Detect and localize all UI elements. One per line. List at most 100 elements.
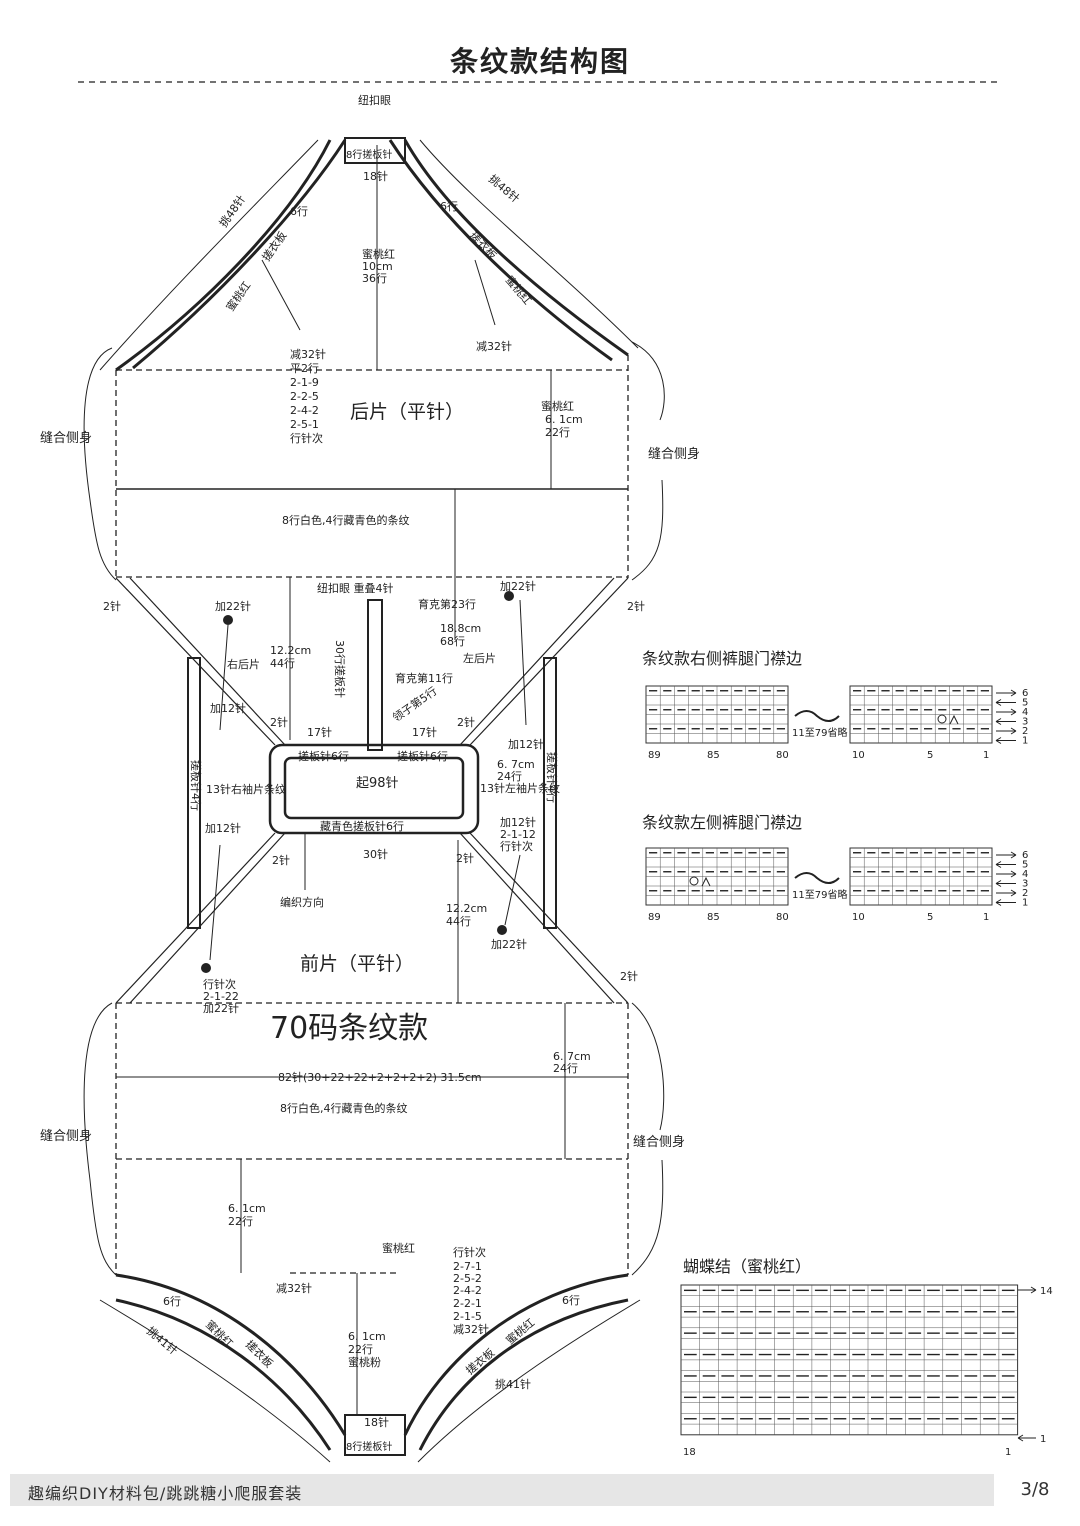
inc12-tr: 加12针 [508,737,544,751]
back-piece-label: 后片（平针） [350,401,464,423]
svg-text:加22针: 加22针 [203,1001,239,1015]
bow-arrow-top-head [1030,1286,1037,1294]
bottom-18: 18针 [364,1415,389,1429]
svg-text:减32针: 减32针 [453,1322,489,1336]
front-piece-label: 前片（平针） [300,953,414,975]
omit-label-1: 11至79省略 [792,726,847,739]
inc-seq-left: 行针次 2-1-22 加22针 [203,977,239,1015]
row-label: 1 [1022,736,1028,747]
svg-text:2-1-22: 2-1-22 [203,990,239,1003]
col-label: 80 [776,912,789,923]
six-rows-bl: 6行 [163,1295,181,1308]
svg-text:行针次: 行针次 [453,1245,486,1259]
yoke11: 育克第11行 [395,671,453,685]
peach-label: 蜜桃红 [362,247,395,261]
m67-side: 6. 7cm [497,758,535,771]
peach-61: 6. 1cm [545,413,583,426]
six-rows-left: 6行 [290,205,308,218]
dec32-right: 减32针 [476,339,512,353]
peach-strap-left: 蜜桃红 [223,279,253,314]
svg-text:2-1-9: 2-1-9 [290,376,319,389]
n17-right: 17针 [412,725,437,739]
front-piece [83,1002,665,1463]
page-number: 3/8 [994,1474,1070,1506]
seam-left-bottom: 缝合侧身 [40,1128,92,1144]
row-arrow-head [995,699,1002,706]
row30: 30行搓板针 [333,640,347,698]
rib4-left: 搓板针4行 [189,760,203,811]
row-label: 2 [1022,726,1028,737]
two-needle-tl: 2针 [103,599,121,613]
yoke23: 育克第23行 [418,597,476,611]
width-note: 82针(30+22+22+2+2+2+2) 31.5cm [278,1070,482,1084]
seam-right-bottom: 缝合侧身 [633,1134,685,1150]
col-label: 5 [927,912,933,923]
peach-36row: 36行 [362,272,387,285]
chart-left-grid-1 [645,685,789,744]
svg-text:平2行: 平2行 [290,362,319,375]
row-label: 5 [1022,860,1028,871]
svg-text:2-4-2: 2-4-2 [290,404,319,417]
col-label: 1 [983,750,989,761]
svg-text:减32针: 减32针 [290,347,326,361]
col-label: 1 [983,912,989,923]
inc12-bl: 加12针 [205,821,241,835]
omit-wave-1 [794,710,840,722]
row-label: 3 [1022,717,1028,728]
front-measure-lines [120,1003,620,1415]
dec-list-top: 减32针 平2行 2-1-9 2-2-5 2-4-2 2-5-1 行针次 [290,347,326,445]
buttonhole-label: 纽扣眼 [358,93,391,107]
row-arrow-head [995,880,1002,887]
col-label: 5 [927,750,933,761]
svg-text:2-1-5: 2-1-5 [453,1310,482,1323]
footer-bar: 趣编织DIY材料包/跳跳糖小爬服套装 [10,1474,1070,1506]
six-rows-right: 6行 [440,200,458,213]
row-label: 2 [1022,888,1028,899]
two-needle-tr: 2针 [627,599,645,613]
inc22-br: 加22针 [491,937,527,951]
rib-board-right: 搓衣板 [468,228,500,262]
diagram-labels: 纽扣眼 8行搓板针 18针 蜜桃红 10cm 36行 6行 6行 搓衣板 搓衣板… [40,93,700,1453]
decrease-symbol [701,876,711,887]
pick41-right: 挑41针 [495,1377,531,1391]
dec-list-bottom: 行针次 2-7-1 2-5-2 2-4-2 2-2-1 2-1-5 减32针 [453,1245,489,1336]
right-back-label: 右后片 [227,657,260,671]
m68: 68行 [440,635,465,648]
svg-text:2-7-1: 2-7-1 [453,1260,482,1273]
col-label: 89 [648,912,661,923]
m61-front: 6. 1cm [228,1202,266,1215]
bow-chart [680,1284,1037,1442]
svg-text:行针次: 行针次 [290,431,323,445]
chart1-title: 条纹款右侧裤腿门襟边 [642,649,802,668]
bow-left-col: 18 [683,1447,696,1458]
row-arrow-head [995,861,1002,868]
yoke-measure-lines [209,599,527,1003]
svg-text:2-4-2: 2-4-2 [453,1284,482,1297]
navy-rib: 藏青色搓板针6行 [320,819,404,833]
row-label: 4 [1022,707,1028,718]
peach-front: 蜜桃红 [382,1241,415,1255]
row-arrow-head [1010,889,1017,897]
svg-text:加12针: 加12针 [500,815,536,829]
two-needle-fr: 2针 [620,969,638,983]
peach-22row: 22行 [545,426,570,439]
two-needle-br: 2针 [456,851,474,865]
col-label: 85 [707,750,720,761]
m122-bottom: 12.2cm [446,902,487,915]
rib4-right: 搓板针4行 [545,752,559,803]
sleeve-l: 13针左袖片条纹 [480,781,560,795]
bow-title: 蝴蝶结（蜜桃红） [683,1257,811,1276]
row-label: 6 [1022,850,1028,861]
top-18-label: 18针 [363,169,388,183]
rib6-right: 搓板针6行 [397,749,448,763]
stripe-note-back: 8行白色,4行藏青色的条纹 [282,513,410,527]
omit-wave-2 [794,872,840,884]
seam-left-top: 缝合侧身 [40,430,92,446]
inc22-tr: 加22针 [500,579,536,593]
row-arrow-head [995,718,1002,725]
col-label: 85 [707,912,720,923]
n30: 30针 [363,847,388,861]
m188: 18.8cm [440,622,481,635]
rib6-left: 搓板针6行 [298,749,349,763]
peach-22b: 22行 [348,1343,373,1356]
